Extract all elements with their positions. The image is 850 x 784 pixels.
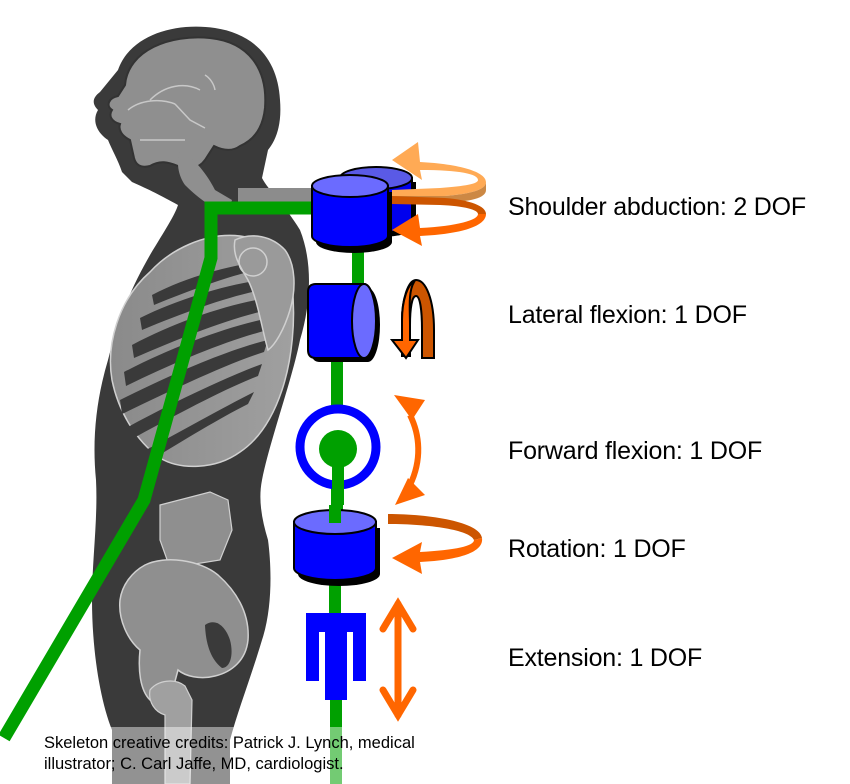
joint-rotation	[293, 505, 483, 586]
cervical-spine	[177, 150, 232, 212]
credits-line-1: Skeleton creative credits: Patrick J. Ly…	[44, 734, 415, 752]
prismatic-slider	[325, 632, 347, 700]
pin-center	[319, 430, 357, 468]
front-cylinder	[311, 185, 389, 248]
rotation-arrow-lower-icon	[392, 196, 486, 214]
human-skeleton-illustration	[92, 26, 318, 784]
back-frame-link	[0, 201, 322, 742]
label-forward-flexion: Forward flexion: 1 DOF	[508, 437, 763, 465]
prismatic-outer	[306, 613, 366, 681]
label-extension: Extension: 1 DOF	[508, 644, 703, 672]
joint-extension	[306, 597, 417, 722]
rotation-arrow-icon	[388, 514, 482, 540]
credits-overlay	[34, 727, 484, 784]
flexion-arc-arrow-icon	[407, 413, 422, 487]
credits-line-2: illustrator; C. Carl Jaffe, MD, cardiolo…	[44, 755, 344, 773]
lumbar-spine	[159, 491, 233, 569]
skull-detail	[127, 74, 216, 141]
label-shoulder-abduction: Shoulder abduction: 2 DOF	[508, 193, 806, 221]
label-lateral-flexion: Lateral flexion: 1 DOF	[508, 301, 747, 329]
humeral-head	[238, 247, 268, 277]
femur	[149, 680, 193, 784]
label-rotation: Rotation: 1 DOF	[508, 535, 686, 563]
pelvis	[119, 559, 249, 701]
joint-shoulder-abduction	[311, 142, 486, 253]
extension-double-arrow-icon	[379, 597, 417, 722]
joint-lateral-flexion	[307, 278, 435, 362]
pelvis-opening	[205, 622, 232, 668]
credits-caption: Skeleton creative credits: Patrick J. Ly…	[44, 733, 415, 775]
shoulder-joint	[233, 235, 295, 352]
joint-forward-flexion	[295, 395, 425, 505]
vertical-cylinder	[293, 521, 377, 581]
rotation-arrow-upper-icon	[392, 142, 486, 196]
shoulder-mount-bar	[238, 188, 318, 205]
